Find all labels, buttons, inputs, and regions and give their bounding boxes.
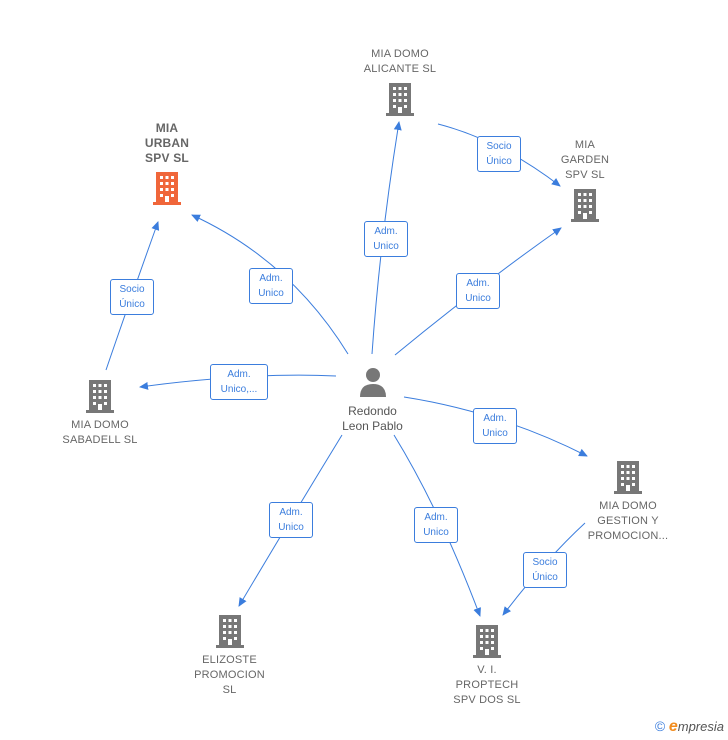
node-vi-proptech[interactable]: V. I. PROPTECH SPV DOS SL [437, 623, 537, 708]
edge-label-adm-unico[interactable]: Adm. Unico [414, 507, 458, 543]
building-icon [215, 615, 244, 648]
copyright-icon: © [654, 718, 666, 734]
brand-logo: empresia [668, 718, 724, 735]
node-mia-urban[interactable]: MIA URBAN SPV SL [127, 121, 207, 206]
node-label: MIA URBAN SPV SL [144, 121, 190, 165]
node-mia-alicante[interactable]: MIA DOMO ALICANTE SL [350, 47, 450, 117]
node-label: MIA DOMO ALICANTE SL [363, 48, 437, 75]
node-label: V. I. PROPTECH SPV DOS SL [453, 664, 521, 706]
node-elizoste[interactable]: ELIZOSTE PROMOCION SL [182, 613, 277, 698]
building-icon [386, 83, 414, 116]
edge-label-socio-unico[interactable]: Socio Único [477, 136, 521, 172]
person-label: Redondo Leon Pablo [342, 404, 403, 433]
edge-label-adm-unico[interactable]: Adm. Unico,... [210, 364, 268, 400]
node-label: MIA GARDEN SPV SL [560, 139, 610, 181]
building-icon [614, 461, 642, 494]
edge-label-adm-unico[interactable]: Adm. Unico [456, 273, 500, 309]
node-mia-sabadell[interactable]: MIA DOMO SABADELL SL [50, 378, 150, 448]
node-label: ELIZOSTE PROMOCION SL [194, 654, 265, 696]
node-mia-gestion[interactable]: MIA DOMO GESTION Y PROMOCION... [578, 459, 678, 544]
edge-label-adm-unico[interactable]: Adm. Unico [269, 502, 313, 538]
edge-label-socio-unico[interactable]: Socio Único [523, 552, 567, 588]
building-icon [571, 189, 599, 222]
footer-brand: © empresia [655, 718, 724, 736]
edge-label-adm-unico[interactable]: Adm. Unico [249, 268, 293, 304]
building-icon [86, 380, 114, 413]
edge-label-adm-unico[interactable]: Adm. Unico [473, 408, 517, 444]
node-label: MIA DOMO SABADELL SL [62, 419, 138, 446]
person-icon [359, 368, 386, 397]
building-icon [153, 172, 181, 205]
node-mia-garden[interactable]: MIA GARDEN SPV SL [547, 138, 623, 223]
node-label: MIA DOMO GESTION Y PROMOCION... [587, 500, 669, 542]
building-icon [473, 625, 501, 658]
person-node[interactable] [330, 366, 415, 398]
edge-label-socio-unico[interactable]: Socio Único [110, 279, 154, 315]
edge-label-adm-unico[interactable]: Adm. Unico [364, 221, 408, 257]
